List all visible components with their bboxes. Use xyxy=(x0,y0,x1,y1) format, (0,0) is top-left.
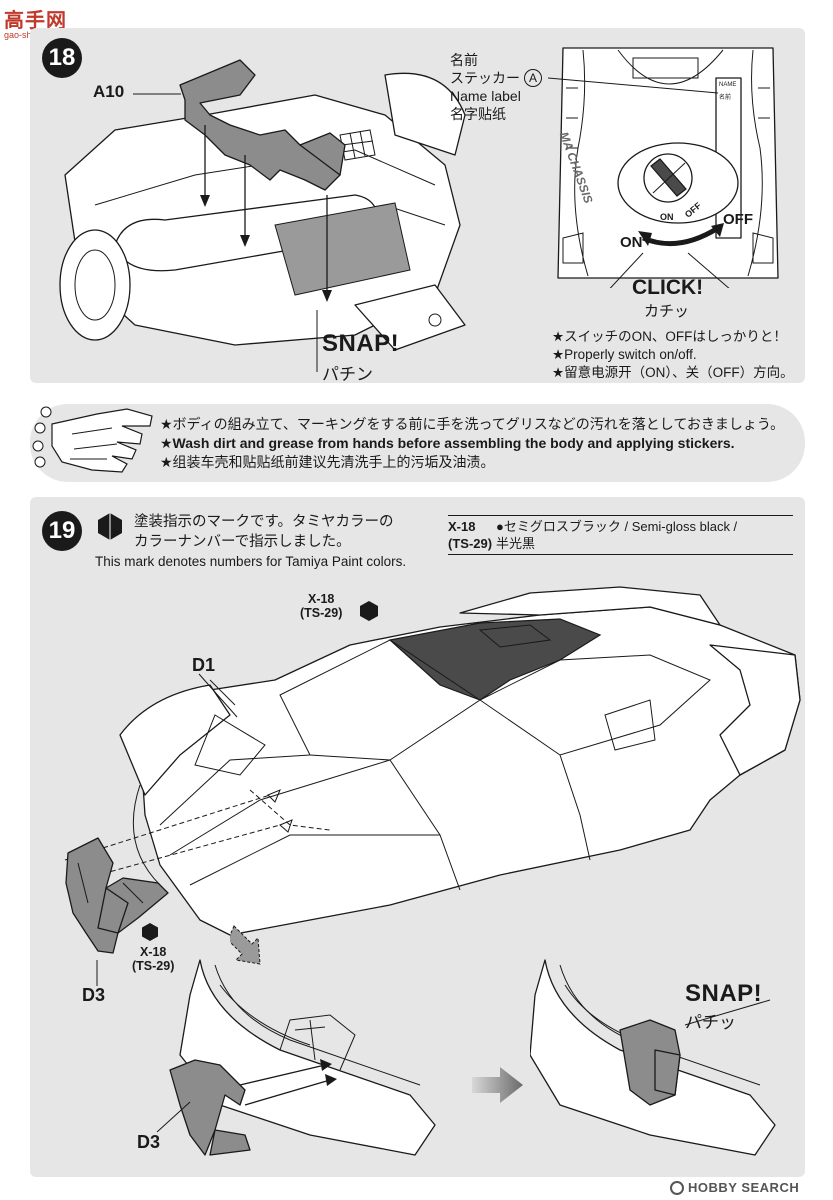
name-plate-jp: 名前 xyxy=(719,95,732,101)
legend-code: X-18 xyxy=(448,519,476,534)
step18-snap-leader xyxy=(316,310,318,372)
switch-on-label: ON xyxy=(620,234,643,251)
part-label-d1: D1 xyxy=(192,655,216,675)
watermark-bottom-text: HOBBY SEARCH xyxy=(688,1180,800,1195)
paint-mark-jp2: カラーナンバーで指示しました。 xyxy=(134,534,351,550)
part-label-d3-upper: D3 xyxy=(82,985,106,1005)
sticker-label-jp2: ステッカー A xyxy=(450,69,542,87)
a10-leader-line xyxy=(133,93,181,95)
step18-chassis-illustration xyxy=(59,59,466,351)
name-plate-text: NAME xyxy=(719,82,737,88)
paint-mark-icon xyxy=(98,513,122,540)
closeup-left xyxy=(169,959,436,1156)
paint-callout-top: X-18 (TS-29) xyxy=(300,592,343,620)
step19-number: 19 xyxy=(42,511,82,551)
d3-part-upper xyxy=(65,837,169,954)
watermark-bottom: HOBBY SEARCH xyxy=(670,1180,799,1195)
paint-callout-top-icon xyxy=(360,601,378,621)
switch-notes: ★スイッチのON、OFFはしっかりと！ ★Properly switch on/… xyxy=(552,328,794,382)
handwash-note-en: ★Wash dirt and grease from hands before … xyxy=(160,435,735,451)
handwash-icon xyxy=(32,406,153,473)
handwash-note-cn: ★组装车壳和贴贴纸前建议先清洗手上的污垢及油渍。 xyxy=(160,454,495,470)
click-jp-label: カチッ xyxy=(644,303,690,320)
sticker-label-cn: 名字贴纸 xyxy=(450,106,506,122)
legend-text: ●セミグロスブラック / Semi-gloss black / xyxy=(496,519,738,534)
sticker-letter-circle: A xyxy=(524,69,542,87)
zoom-arrow-icon xyxy=(230,925,261,965)
part-label-d3-lower: D3 xyxy=(137,1132,161,1152)
switch-on-small: ON xyxy=(660,212,674,222)
watermark-site: 高手网 xyxy=(4,10,67,32)
handwash-panel xyxy=(30,404,805,482)
hobby-search-logo-icon xyxy=(670,1180,684,1195)
d3-lower-leader xyxy=(156,1101,191,1133)
step18-snap-label: SNAP! xyxy=(322,330,400,357)
part-label-a10: A10 xyxy=(93,82,125,101)
step19-snap-label: SNAP! xyxy=(685,980,763,1007)
d1-leader xyxy=(198,673,238,718)
sticker-label-en: Name label xyxy=(450,88,521,104)
sticker-label-jp: 名前 xyxy=(450,52,478,68)
handwash-notes: ★ボディの組み立て、マーキングをする前に手を洗ってグリスなどの汚れを落としておき… xyxy=(160,415,784,472)
paint-callout-bottom: X-18 (TS-29) xyxy=(132,945,175,973)
next-arrow-icon xyxy=(472,1067,523,1103)
step18-number: 18 xyxy=(42,38,82,78)
sticker-label-block: 名前 ステッカー A Name label 名字贴纸 xyxy=(450,51,542,123)
paint-mark-en: This mark denotes numbers for Tamiya Pai… xyxy=(95,554,407,569)
switch-note-jp: ★スイッチのON、OFFはしっかりと！ xyxy=(552,329,787,344)
paint-mark-desc: 塗装指示のマークです。タミヤカラーの カラーナンバーで指示しました。 This … xyxy=(95,512,407,572)
switch-off-label: OFF xyxy=(723,211,753,228)
legend-code2: (TS-29) xyxy=(448,536,493,551)
chassis-top-view xyxy=(548,47,779,288)
car-body-illustration xyxy=(64,586,801,936)
switch-note-cn: ★留意电源开（ON）、关（OFF）方向。 xyxy=(552,365,794,380)
handwash-note-jp: ★ボディの組み立て、マーキングをする前に手を洗ってグリスなどの汚れを落としておき… xyxy=(160,416,785,432)
paint-mark-jp1: 塗装指示のマークです。タミヤカラーの xyxy=(134,514,394,530)
switch-note-en: ★Properly switch on/off. xyxy=(552,347,697,362)
click-label: CLICK! xyxy=(632,276,704,299)
legend-text2: 半光黒 xyxy=(496,536,536,551)
paint-legend: X-18 ●セミグロスブラック / Semi-gloss black / (TS… xyxy=(448,515,793,555)
step18-snap-jp: パチン xyxy=(322,365,373,384)
paint-callout-bottom-icon xyxy=(142,923,158,941)
step19-snap-jp: パチッ xyxy=(685,1013,736,1032)
d3-upper-leader xyxy=(96,960,98,986)
closeup-right xyxy=(530,959,776,1156)
